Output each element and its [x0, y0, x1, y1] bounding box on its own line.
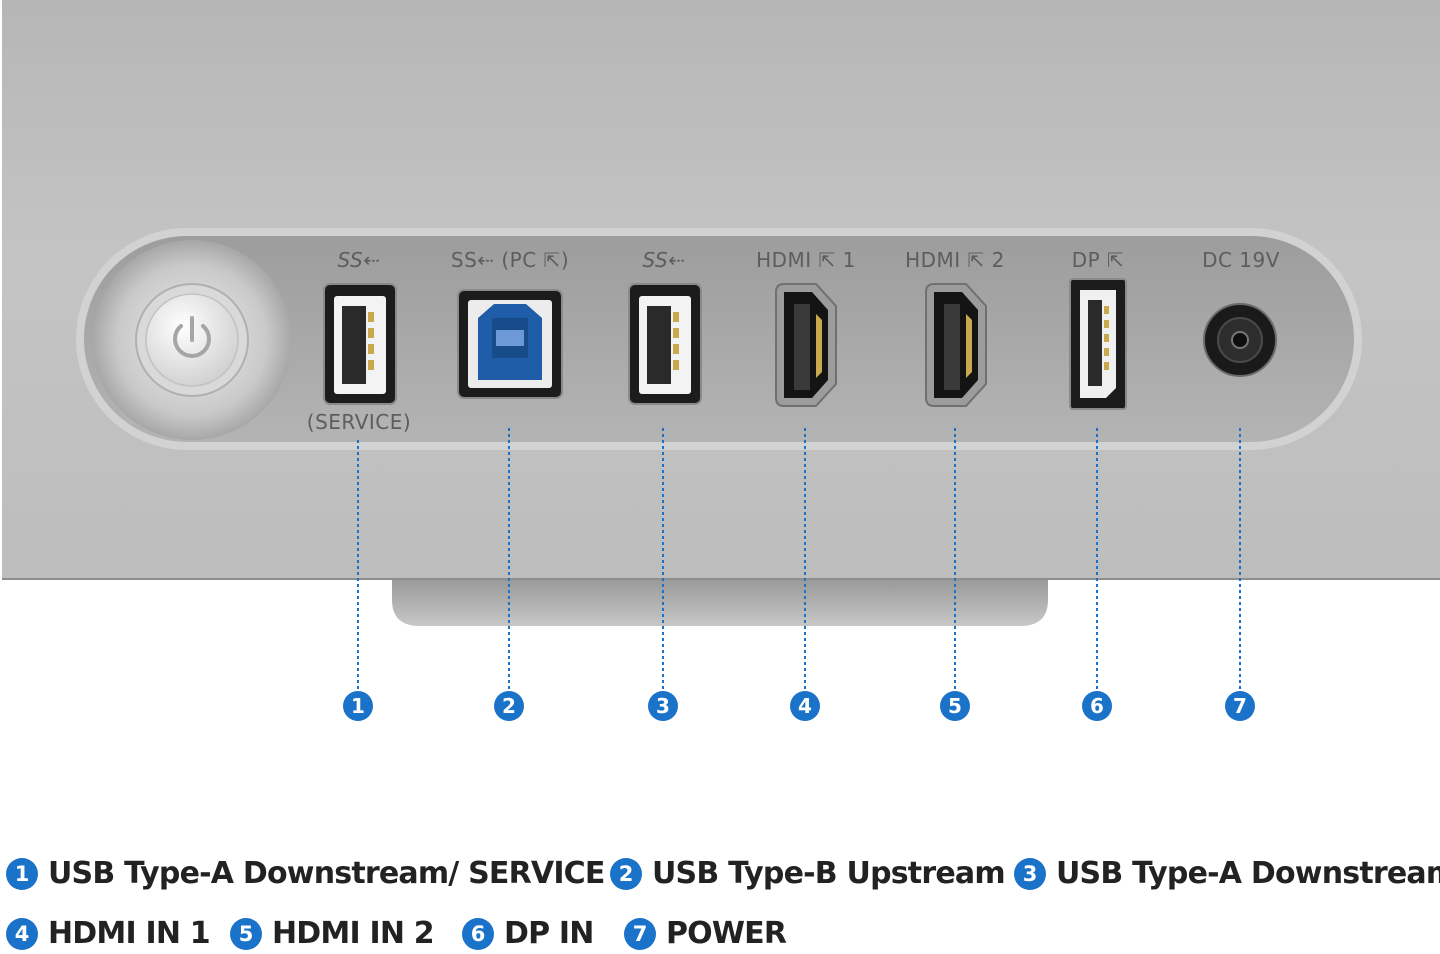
callout-number-2: 2	[502, 694, 516, 718]
callout-badge-4	[790, 691, 820, 721]
usb-a-downstream-port[interactable]	[628, 283, 702, 405]
legend-badge-7: 7	[624, 917, 656, 950]
legend-badge-6: 6	[462, 917, 494, 950]
legend-badge-1: 1	[6, 857, 38, 890]
callout-number-3: 3	[656, 694, 670, 718]
port-1-bottom-label: (SERVICE)	[306, 410, 412, 434]
dp-in-port[interactable]	[1069, 278, 1127, 410]
callout-badge-3	[648, 691, 678, 721]
port-3-top-label: SS⇠	[642, 248, 686, 272]
legend-item-6: 6 DP IN	[462, 916, 594, 951]
callout-number-4: 4	[798, 694, 812, 718]
callout-badge-5	[940, 691, 970, 721]
legend-item-2: 2 USB Type-B Upstream	[610, 856, 1006, 891]
hdmi-in-2-port[interactable]	[925, 283, 987, 407]
legend-text-5: HDMI IN 2	[272, 916, 435, 951]
legend-item-4: 4 HDMI IN 1	[6, 916, 211, 951]
callout-number-6: 6	[1090, 694, 1104, 718]
callout-badge-6	[1082, 691, 1112, 721]
power-icon	[173, 316, 211, 358]
legend-text-4: HDMI IN 1	[48, 916, 211, 951]
port-panel	[84, 236, 1354, 442]
callout-number-1: 1	[351, 694, 365, 718]
callout-badge-1	[343, 691, 373, 721]
legend-text-2: USB Type-B Upstream	[652, 856, 1006, 891]
legend-badge-4: 4	[6, 917, 38, 950]
stand	[392, 580, 1048, 626]
legend-text-1: USB Type-A Downstream/ SERVICE	[48, 856, 605, 891]
legend-badge-3: 3	[1014, 857, 1046, 890]
port-2-top-label: SS⇠ (PC ⇱)	[450, 248, 570, 272]
legend-item-5: 5 HDMI IN 2	[230, 916, 435, 951]
dc-power-port[interactable]	[1203, 303, 1277, 377]
hdmi-in-1-port[interactable]	[775, 283, 837, 407]
legend-text-6: DP IN	[504, 916, 594, 951]
legend-item-3: 3 USB Type-A Downstream	[1014, 856, 1440, 891]
power-button[interactable]	[145, 293, 239, 387]
usb-b-upstream-port[interactable]	[457, 289, 563, 399]
callout-badge-2	[494, 691, 524, 721]
legend-item-7: 7 POWER	[624, 916, 787, 951]
port-1-top-label: SS⇠	[337, 248, 381, 272]
port-4-top-label: HDMI ⇱ 1	[756, 248, 856, 272]
legend-badge-2: 2	[610, 857, 642, 890]
port-6-top-label: DP ⇱	[1071, 248, 1125, 272]
port-7-top-label: DC 19V	[1202, 248, 1280, 272]
callouts: 1 2 3 4 5 6 7	[343, 428, 1255, 721]
callout-number-5: 5	[948, 694, 962, 718]
legend-text-3: USB Type-A Downstream	[1056, 856, 1440, 891]
legend-text-7: POWER	[666, 916, 787, 951]
callout-badge-7	[1225, 691, 1255, 721]
port-5-top-label: HDMI ⇱ 2	[905, 248, 1005, 272]
legend-badge-5: 5	[230, 917, 262, 950]
usb-a-service-port[interactable]	[323, 283, 397, 405]
callout-number-7: 7	[1233, 694, 1247, 718]
legend-item-1: 1 USB Type-A Downstream/ SERVICE	[6, 856, 605, 891]
